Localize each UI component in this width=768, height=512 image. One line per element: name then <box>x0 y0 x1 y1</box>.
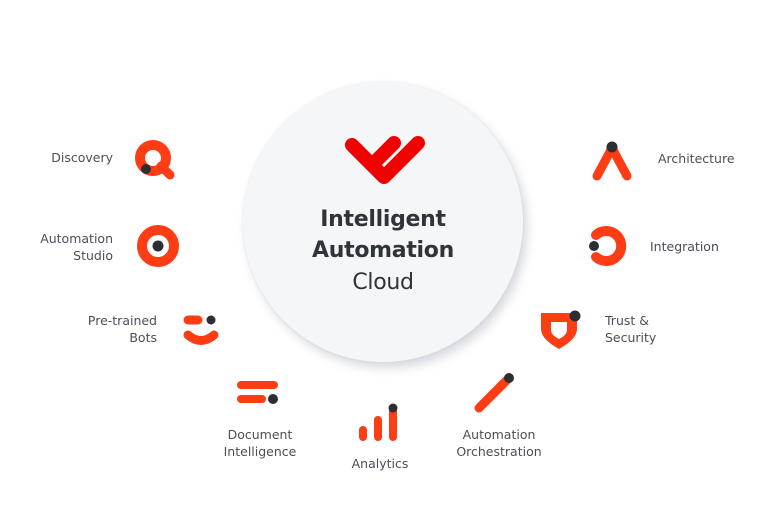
caret-up-icon <box>592 141 632 181</box>
label-line: Pre-trained <box>87 313 157 328</box>
label-line: Bots <box>129 330 157 345</box>
bar-chart-icon <box>359 403 398 441</box>
magnifier-icon <box>135 140 175 180</box>
label-architecture: Architecture <box>658 150 758 167</box>
label-line: Automation <box>40 231 113 246</box>
label-pretrained-bots: Pre-trained Bots <box>40 312 157 346</box>
label-discovery: Discovery <box>30 149 113 166</box>
smile-bot-icon <box>183 315 219 345</box>
label-line: Trust & <box>605 313 649 328</box>
label-trust-security: Trust & Security <box>605 312 705 346</box>
label-line: Discovery <box>51 150 113 165</box>
label-line: Architecture <box>658 151 735 166</box>
brand-w-logo-icon <box>345 136 425 184</box>
document-lines-icon <box>237 381 278 404</box>
label-integration: Integration <box>650 238 750 255</box>
ring-connector-icon <box>589 226 627 266</box>
hub-title-line-2: Automation <box>312 238 454 263</box>
label-line: Integration <box>650 239 719 254</box>
label-line: Analytics <box>351 456 409 471</box>
label-line: Intelligence <box>223 444 297 459</box>
label-line: Automation <box>462 427 536 442</box>
shield-icon <box>541 310 581 349</box>
label-analytics: Analytics <box>330 455 430 472</box>
label-line: Studio <box>73 248 113 263</box>
hub-title-line-1: Intelligent <box>320 207 446 232</box>
label-automation-orchestration: Automation Orchestration <box>440 426 558 460</box>
label-automation-studio: Automation Studio <box>20 230 113 264</box>
target-icon <box>137 225 179 267</box>
label-document-intelligence: Document Intelligence <box>210 426 310 460</box>
label-line: Document <box>227 427 293 442</box>
label-line: Security <box>605 330 657 345</box>
intelligent-automation-cloud-hub: Intelligent Automation Cloud <box>243 82 523 362</box>
label-line: Orchestration <box>456 444 542 459</box>
diagonal-stroke-icon <box>474 373 514 413</box>
hub-title-line-3: Cloud <box>352 270 414 295</box>
